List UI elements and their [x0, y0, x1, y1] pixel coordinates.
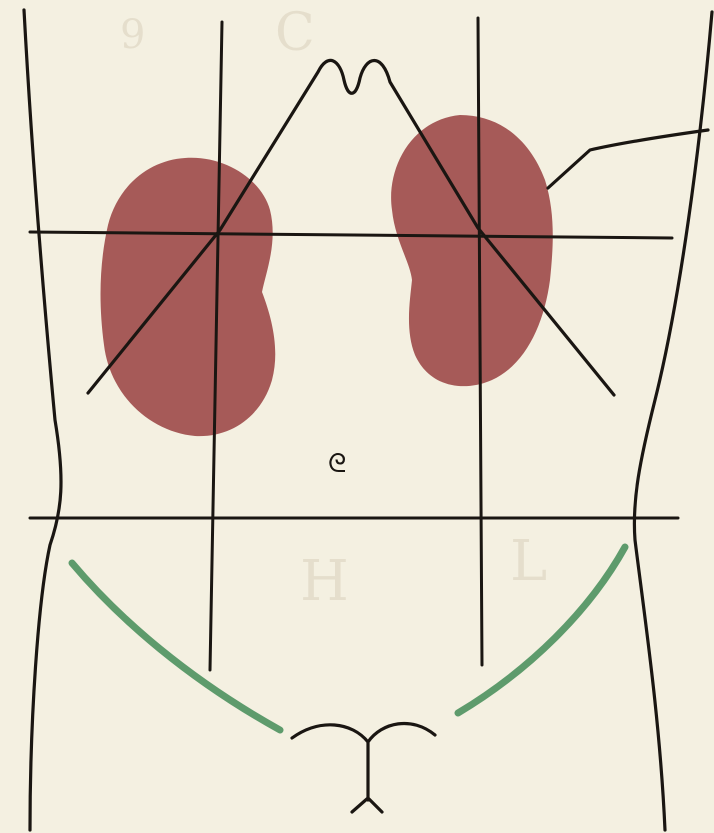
umbilicus-mark: ᘓ [328, 449, 346, 479]
faint-mark-9: 9 [120, 12, 145, 58]
left-kidney [101, 158, 276, 436]
faint-mark-l: L [510, 529, 547, 594]
faint-mark-c: C [275, 3, 315, 63]
right-kidney [391, 115, 553, 386]
faint-mark-h: H [300, 549, 349, 614]
